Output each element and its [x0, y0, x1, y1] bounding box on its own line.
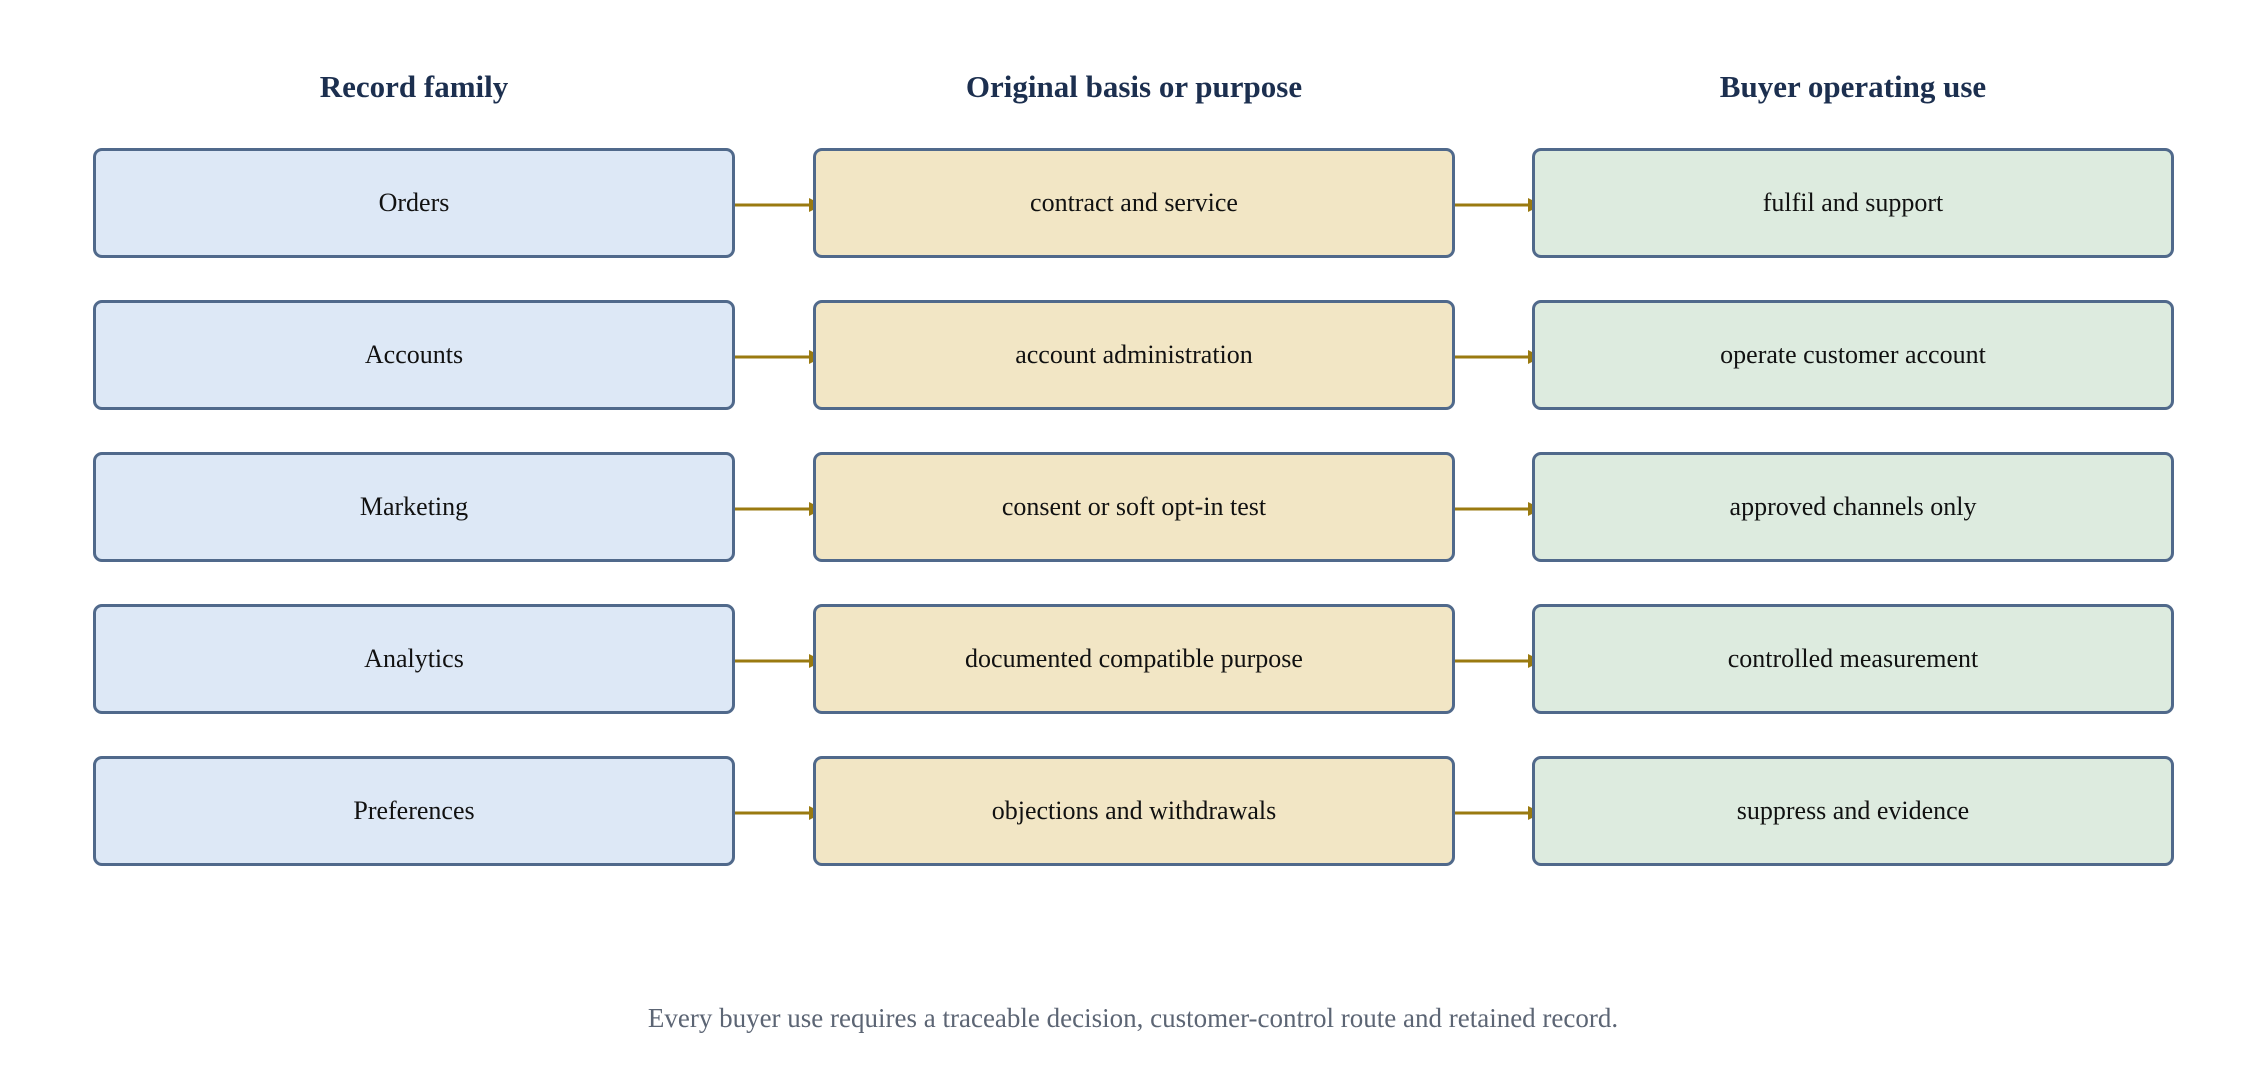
basis-box: documented compatible purpose [813, 604, 1455, 714]
flow-arrow [723, 502, 823, 516]
flow-arrow [1443, 198, 1542, 212]
buyer-use-box: fulfil and support [1532, 148, 2174, 258]
record-family-box: Orders [93, 148, 735, 258]
record-family-box: Analytics [93, 604, 735, 714]
record-family-box: Accounts [93, 300, 735, 410]
record-family-box: Preferences [93, 756, 735, 866]
column-header-buyer-use: Buyer operating use [1719, 69, 1987, 104]
basis-box: account administration [813, 300, 1455, 410]
flow-arrow [1443, 806, 1542, 820]
column-header-original-basis: Original basis or purpose [965, 69, 1303, 104]
flow-arrow [723, 198, 823, 212]
record-family-box: Marketing [93, 452, 735, 562]
buyer-use-box: operate customer account [1532, 300, 2174, 410]
buyer-use-box: controlled measurement [1532, 604, 2174, 714]
basis-box: objections and withdrawals [813, 756, 1455, 866]
buyer-use-box: suppress and evidence [1532, 756, 2174, 866]
flow-arrow [723, 806, 823, 820]
column-header-record-family: Record family [319, 69, 509, 104]
basis-box: contract and service [813, 148, 1455, 258]
flow-arrow [723, 654, 823, 668]
flow-arrow [723, 350, 823, 364]
flow-arrow [1443, 350, 1542, 364]
buyer-use-box: approved channels only [1532, 452, 2174, 562]
flow-arrow [1443, 502, 1542, 516]
flow-arrow [1443, 654, 1542, 668]
basis-box: consent or soft opt-in test [813, 452, 1455, 562]
footer-note: Every buyer use requires a traceable dec… [647, 1003, 1619, 1033]
